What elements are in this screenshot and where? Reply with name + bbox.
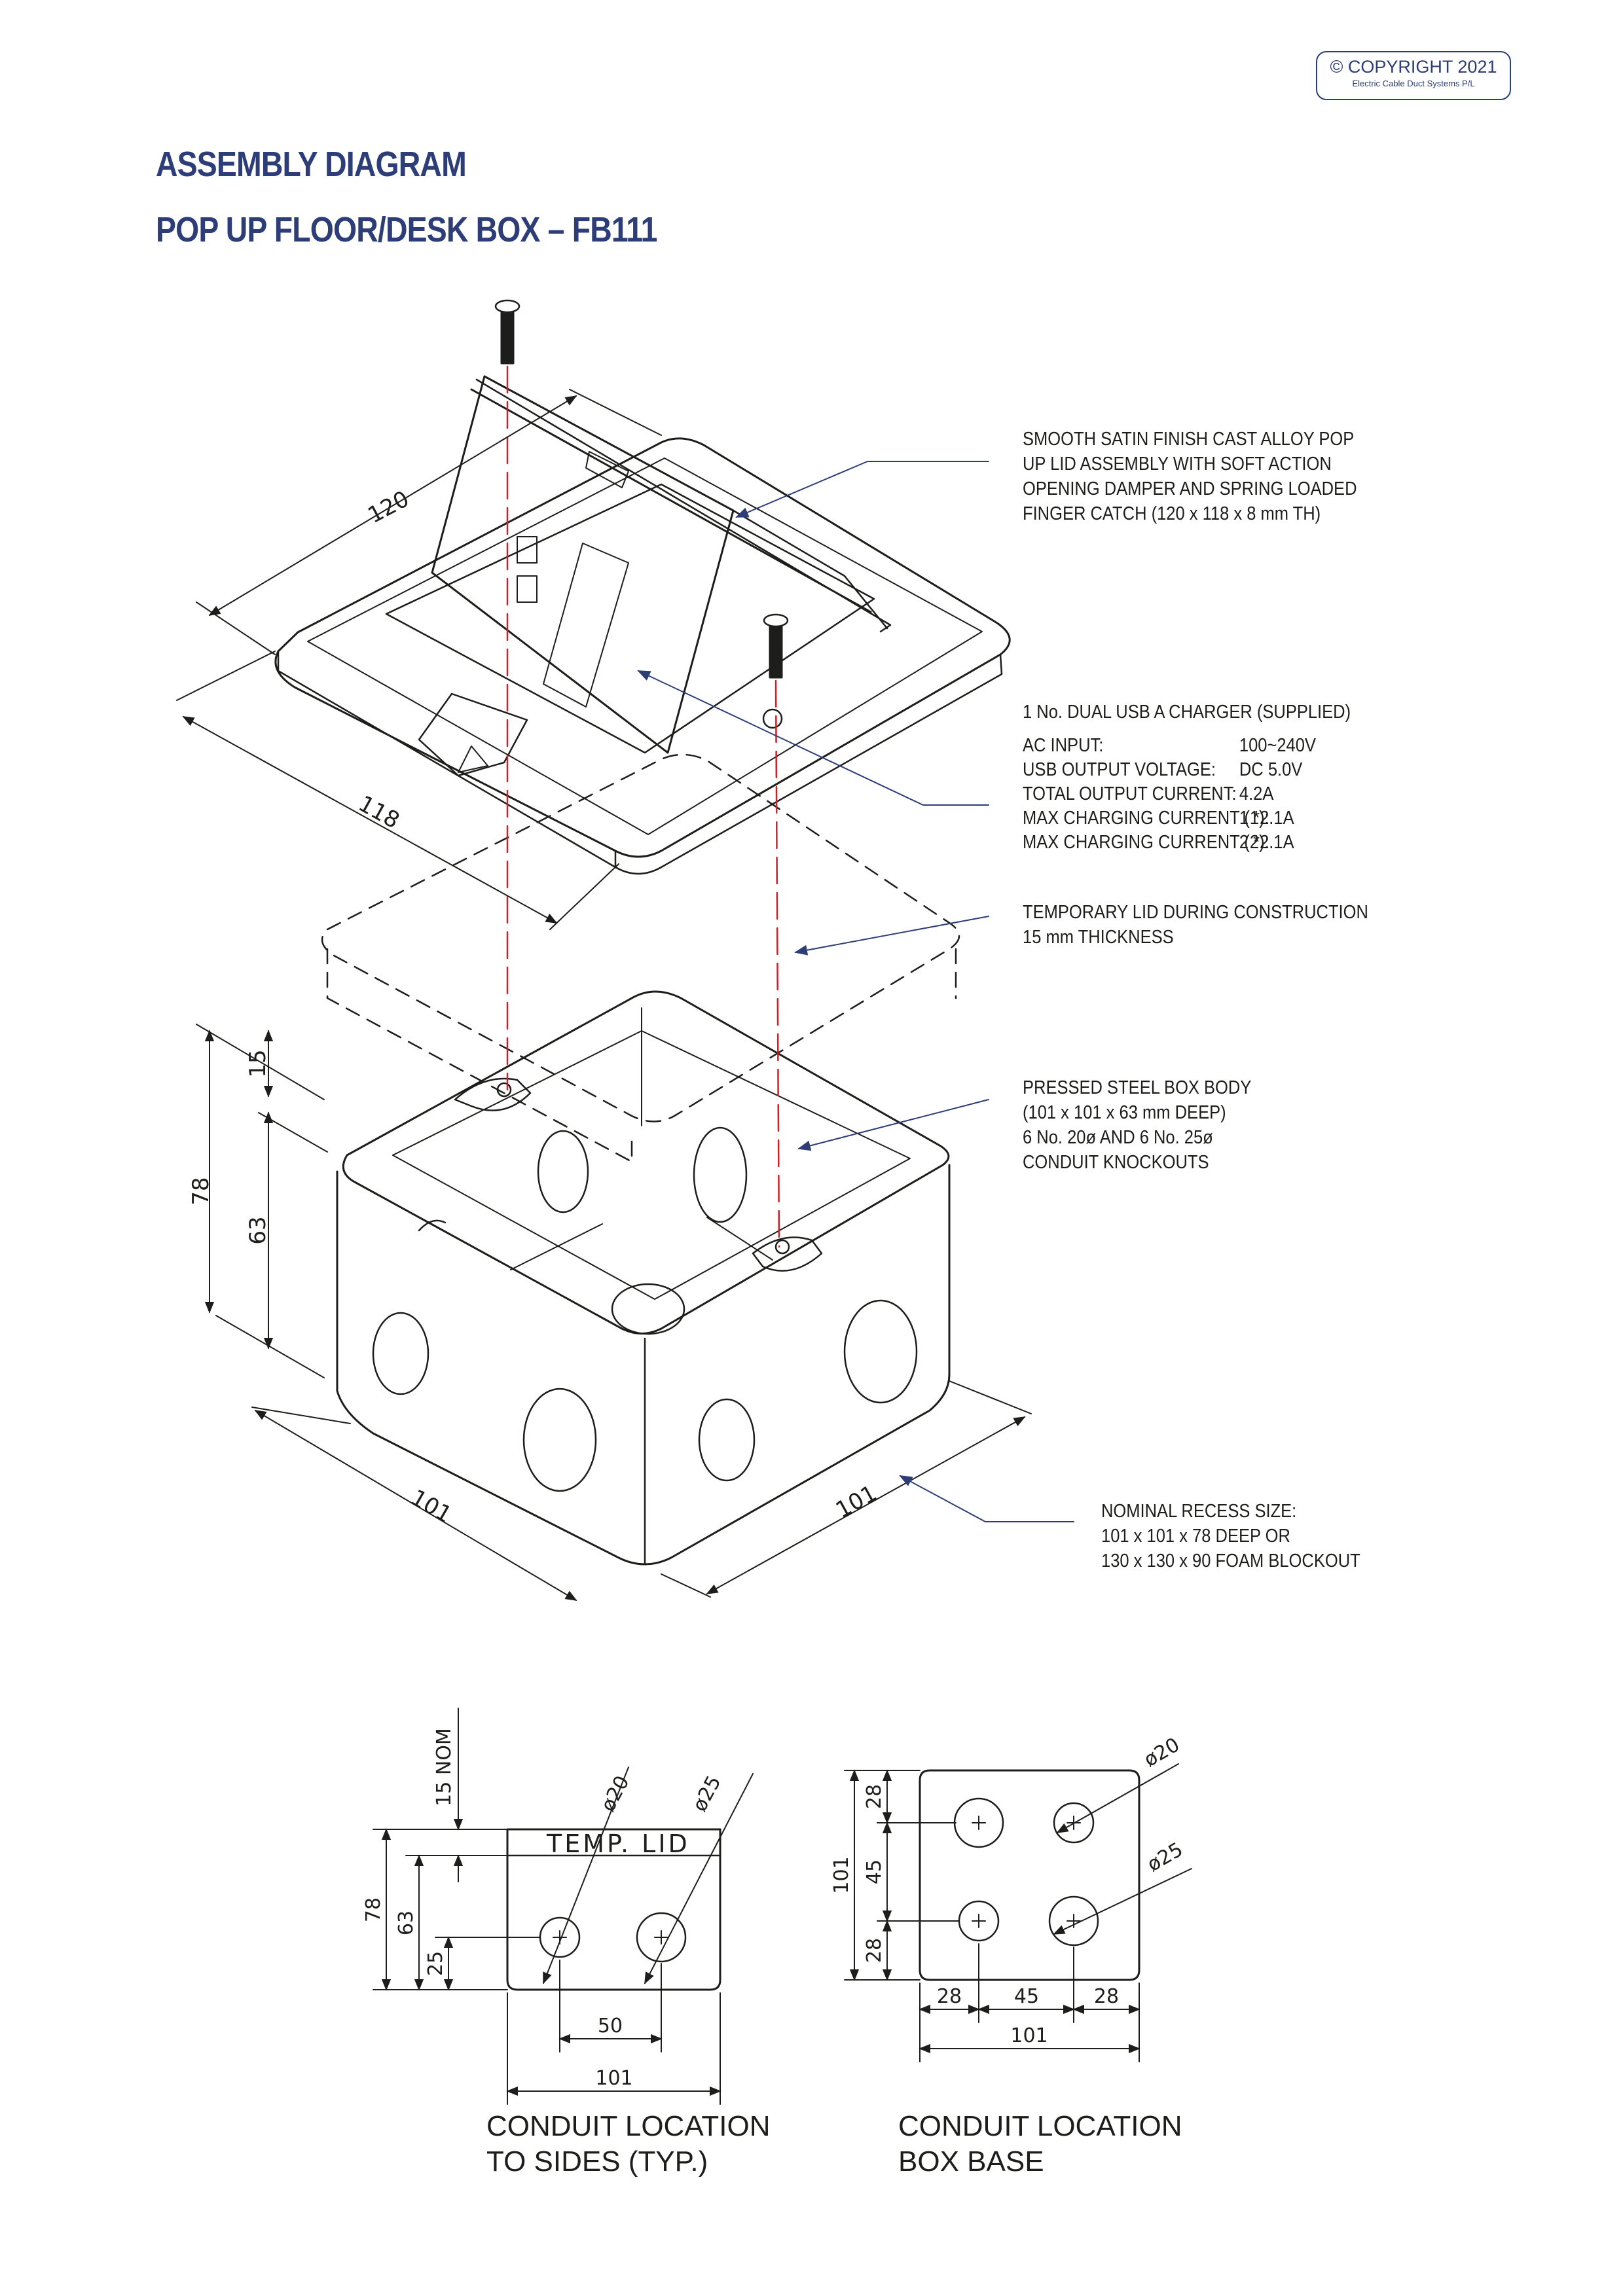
page-title: ASSEMBLY DIAGRAM [156,145,467,184]
dim-15: 15 [245,1049,271,1077]
base-phi25: ø25 [1144,1838,1187,1876]
side-conduit-view [373,1708,754,2105]
base-dim-28-bottom: 28 [863,1938,886,1963]
base-dim-28-top: 28 [863,1784,886,1809]
dim-120: 120 [363,486,413,529]
caption-side: CONDUIT LOCATION TO SIDES (TYP.) [486,2110,771,2178]
base-dim-45-v: 45 [863,1859,886,1884]
side-dim-101: 101 [595,2067,632,2090]
base-dim-28-left: 28 [937,1985,962,2008]
caption-base: CONDUIT LOCATION BOX BASE [898,2110,1182,2178]
temporary-lid [321,753,960,1163]
company-name: Electric Cable Duct Systems P/L [1352,79,1475,88]
callout-recess: NOMINAL RECESS SIZE: 101 x 101 x 78 DEEP… [1101,1501,1360,1571]
temp-lid-label: TEMP. LID [546,1829,690,1858]
base-phi20: ø20 [1140,1733,1184,1772]
dim-78: 78 [188,1177,214,1205]
side-dim-63: 63 [395,1910,418,1935]
screw [494,299,520,365]
callout-box-body: PRESSED STEEL BOX BODY (101 x 101 x 63 m… [1023,1077,1252,1173]
dim-101-right: 101 [831,1480,881,1523]
spec-row: TOTAL OUTPUT CURRENT:4.2A [1023,783,1274,804]
spec-row: USB OUTPUT VOLTAGE:DC 5.0V [1023,759,1303,780]
callout-lid: SMOOTH SATIN FINISH CAST ALLOY POP UP LI… [1023,429,1357,524]
spec-row: MAX CHARGING CURRENT (2):2 *2.1A [1023,832,1294,853]
copyright-text: © COPYRIGHT 2021 [1330,57,1497,77]
dim-15-nom: 15 NOM [433,1728,456,1806]
lid-frame [274,375,1011,875]
base-dim-28-right: 28 [1094,1985,1119,2008]
spec-row: AC INPUT:100~240V [1023,735,1316,756]
side-phi25: ø25 [688,1772,725,1815]
dim-118: 118 [354,791,404,834]
leader-lines [637,461,1074,1522]
dim-63: 63 [245,1216,271,1244]
copyright-badge: © COPYRIGHT 2021 Electric Cable Duct Sys… [1316,51,1511,100]
screw [763,613,789,679]
spec-row: MAX CHARGING CURRENT (1):1 *2.1A [1023,808,1294,829]
box-body [336,990,951,1566]
base-dim-101-h: 101 [1010,2024,1048,2047]
callout-charger: 1 No. DUAL USB A CHARGER (SUPPLIED) AC I… [1023,700,1351,855]
callout-temp-lid: TEMPORARY LID DURING CONSTRUCTION 15 mm … [1023,902,1368,948]
base-conduit-view [844,1763,1192,2062]
side-dim-25: 25 [424,1951,447,1976]
dim-101-left: 101 [407,1484,456,1528]
charger-heading: 1 No. DUAL USB A CHARGER (SUPPLIED) [1023,702,1351,723]
base-dim-45-h: 45 [1014,1985,1039,2008]
side-phi20: ø20 [596,1772,634,1815]
page-subtitle: POP UP FLOOR/DESK BOX – FB111 [156,210,658,249]
base-dim-101-v: 101 [830,1856,853,1893]
iso-dimensions [176,389,1032,1601]
side-dim-78: 78 [362,1897,385,1922]
side-dim-50: 50 [598,2015,623,2037]
